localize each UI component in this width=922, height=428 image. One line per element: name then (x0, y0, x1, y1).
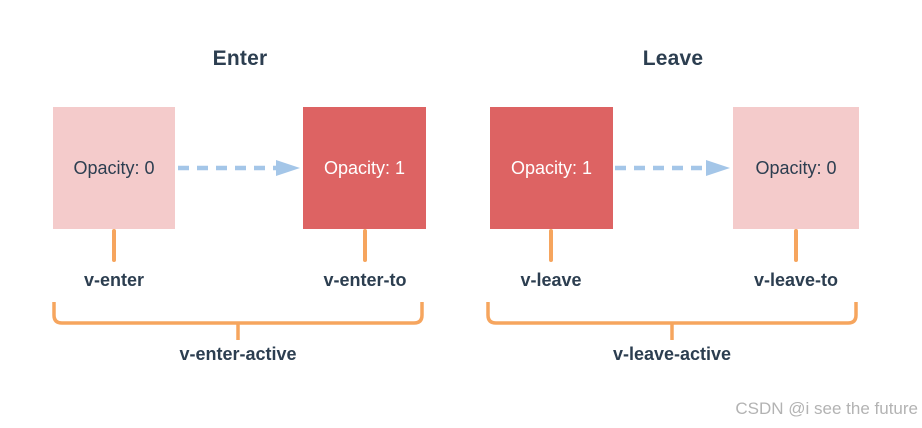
connector-line (794, 229, 798, 262)
leave-to-box: Opacity: 0 (733, 107, 859, 229)
leave-from-box: Opacity: 1 (490, 107, 613, 229)
class-label-v-leave-to: v-leave-to (753, 270, 839, 290)
leave-from-box-label: Opacity: 1 (510, 157, 593, 178)
connector-line (549, 229, 553, 262)
panel-title-enter: Enter (212, 47, 268, 70)
watermark: CSDN @i see the future (735, 399, 918, 418)
connector-line (112, 229, 116, 262)
enter-to-box: Opacity: 1 (303, 107, 426, 229)
class-label-v-leave: v-leave (520, 270, 582, 290)
class-label-v-enter: v-enter (83, 270, 145, 290)
class-label-v-leave-active: v-leave-active (612, 344, 732, 364)
active-range-bracket-icon (486, 302, 858, 340)
enter-from-box-label: Opacity: 0 (73, 157, 155, 178)
enter-to-box-label: Opacity: 1 (323, 157, 406, 178)
class-label-v-enter-active: v-enter-active (179, 344, 297, 364)
dashed-arrow-icon (178, 160, 300, 176)
dashed-arrow-icon (615, 160, 730, 176)
class-label-v-enter-to: v-enter-to (323, 270, 407, 290)
panel-title-leave: Leave (642, 47, 704, 70)
leave-to-box-label: Opacity: 0 (755, 157, 837, 178)
active-range-bracket-icon (52, 302, 424, 340)
enter-from-box: Opacity: 0 (53, 107, 175, 229)
connector-line (363, 229, 367, 262)
